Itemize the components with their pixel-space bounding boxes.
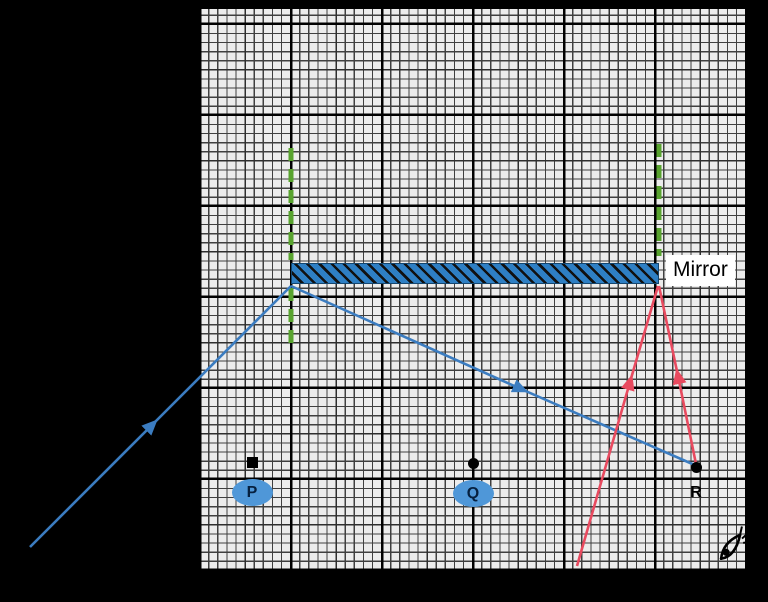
point-marker-r: [690, 461, 702, 473]
point-label-q: Q: [452, 480, 494, 507]
mirror-label: Mirror: [666, 255, 735, 287]
point-label-p: P: [231, 479, 273, 506]
point-marker-p: [246, 456, 258, 468]
mirror-bar: [291, 263, 659, 284]
point-label-r: R: [690, 484, 702, 501]
point-marker-q: [467, 457, 479, 469]
